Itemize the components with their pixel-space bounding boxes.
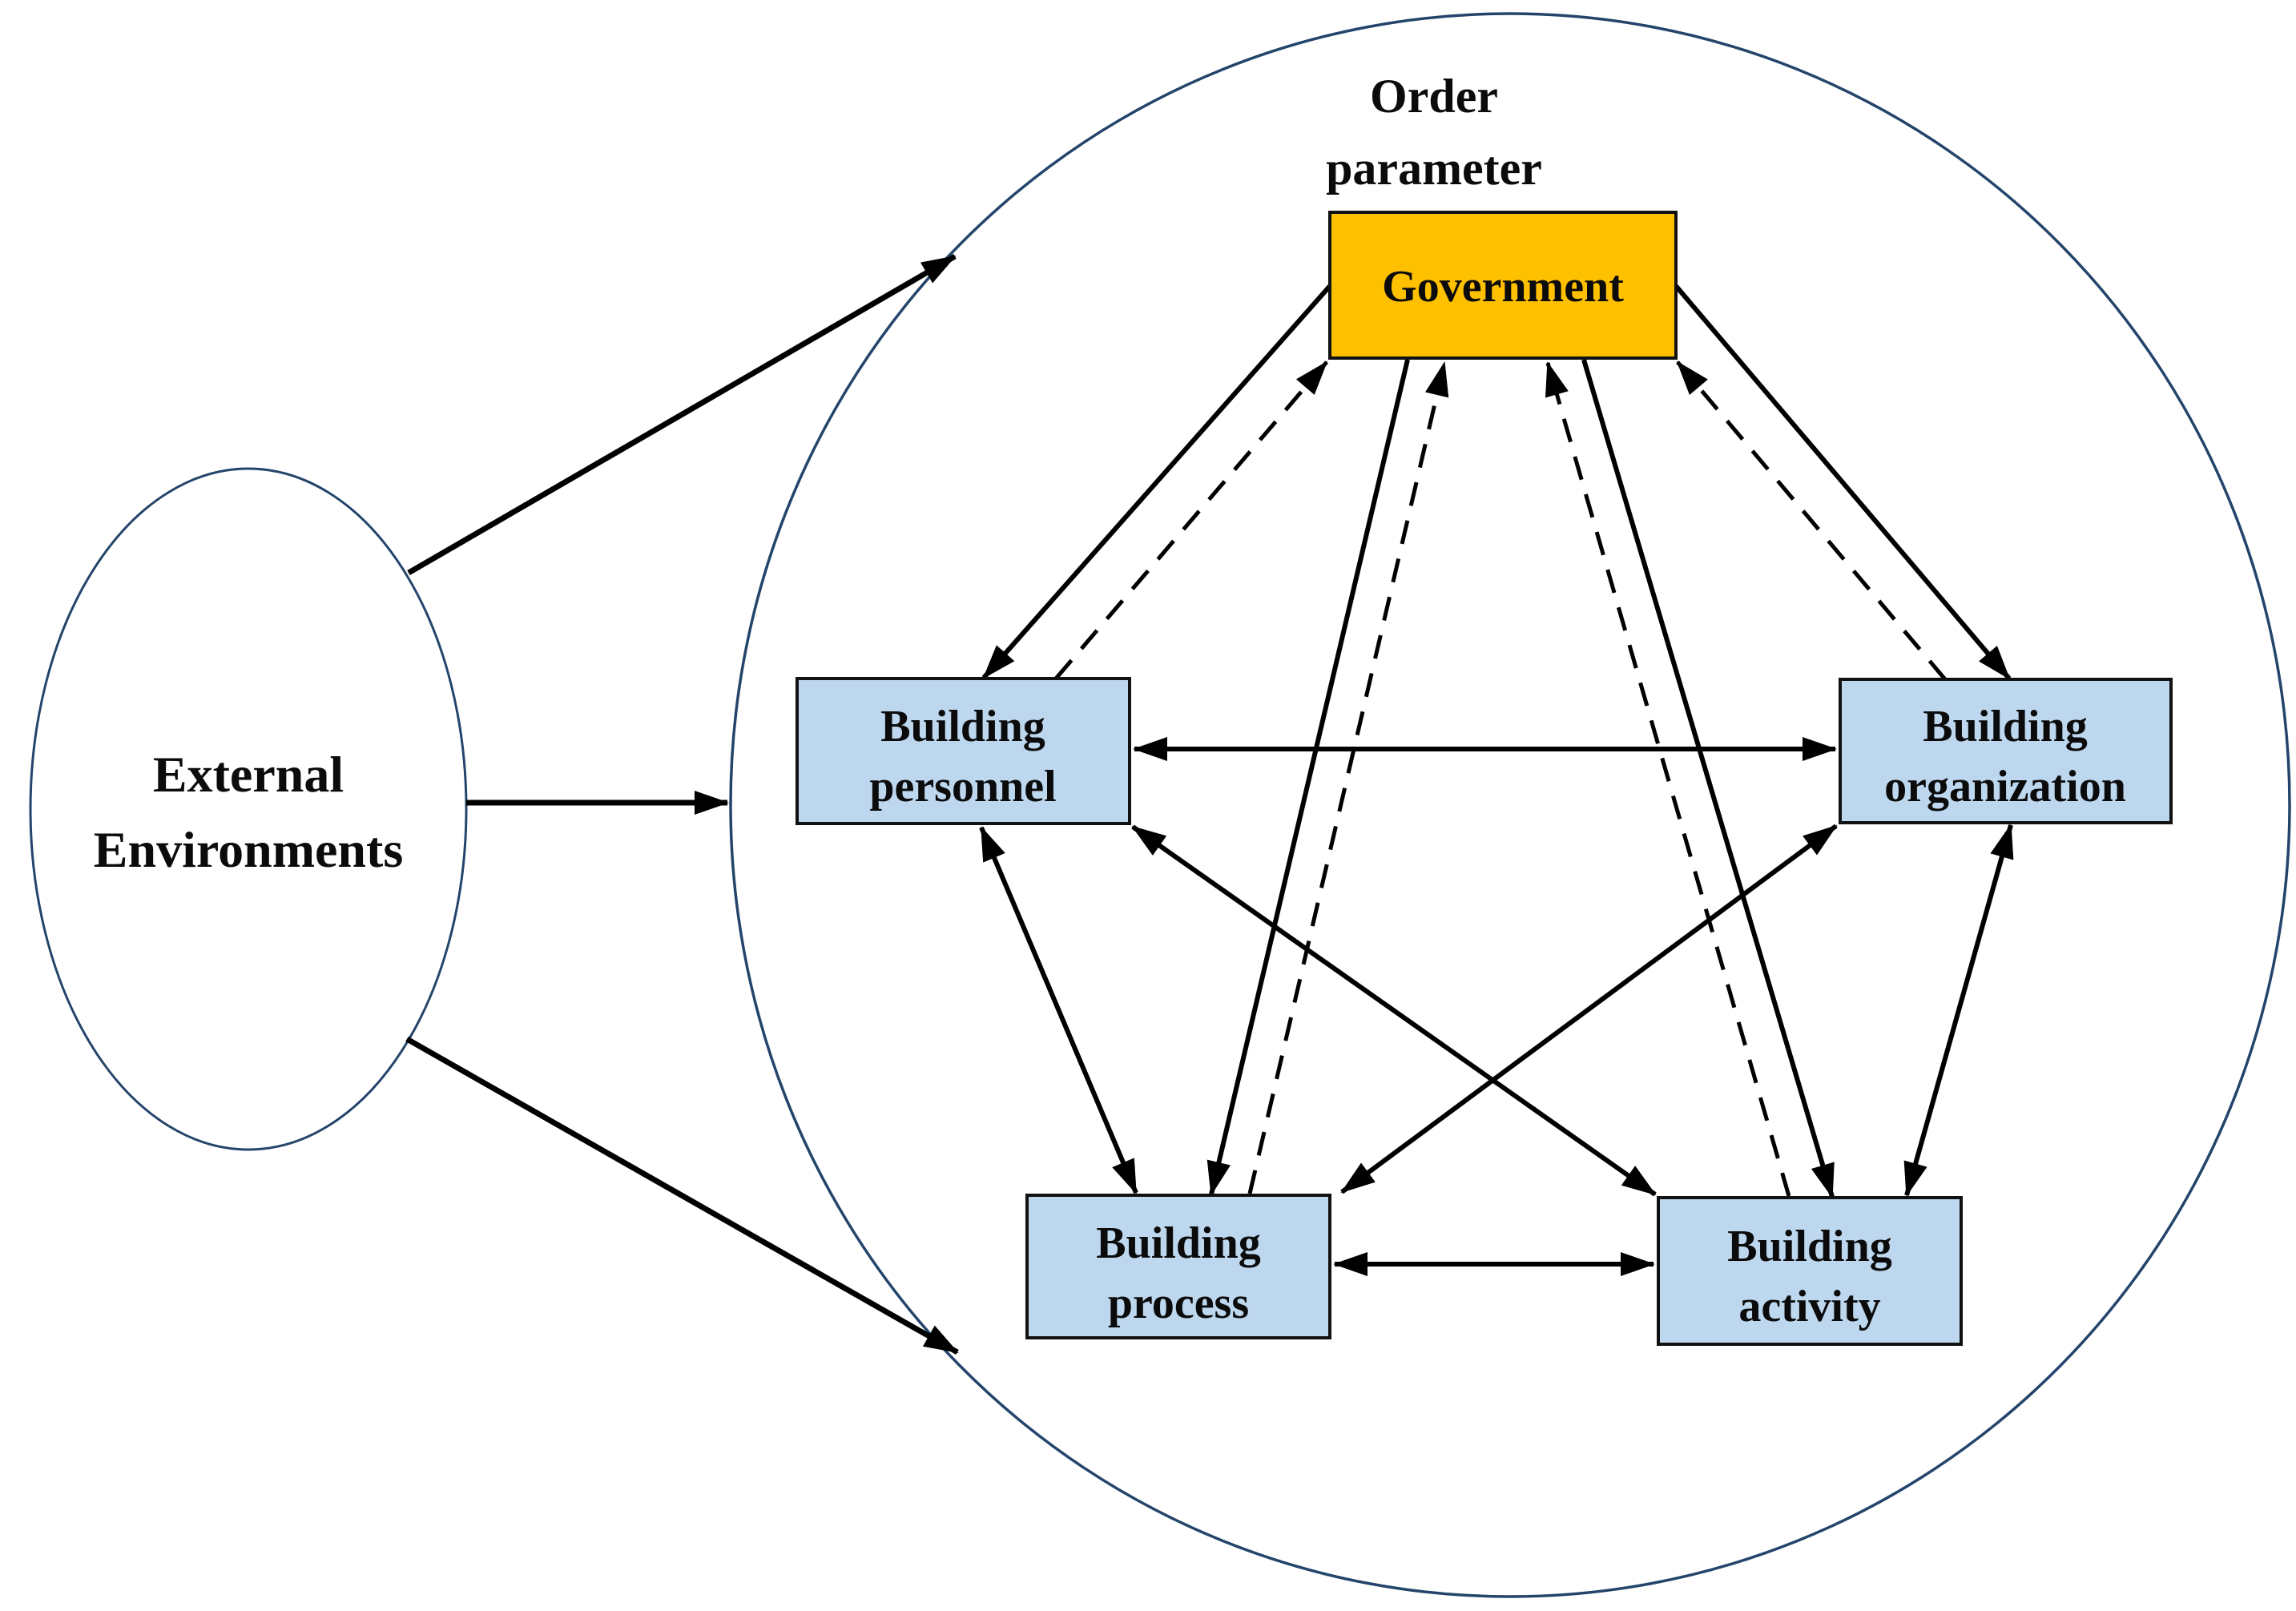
- arrow-personnel-to-government-dashed: [1054, 360, 1328, 680]
- government-dashed-arrows: [1054, 360, 1947, 1197]
- building-activity-node: Building activity: [1657, 1196, 1963, 1346]
- external-arrows: [405, 253, 959, 1355]
- arrow-activity-to-government-dashed: [1545, 361, 1791, 1197]
- arrow-personnel-activity: [1131, 824, 1657, 1197]
- building-process-label-line2: process: [1108, 1279, 1249, 1328]
- arrow-government-to-organization: [1674, 284, 2012, 680]
- building-organization-node: Building organization: [1839, 678, 2173, 824]
- external-label-line2: Environments: [94, 821, 403, 878]
- building-organization-label-line1: Building: [1923, 702, 2087, 751]
- building-organization-box: [1839, 678, 2173, 824]
- arrow-process-to-government-dashed: [1247, 361, 1449, 1194]
- external-environments-label: External Environments: [94, 746, 403, 878]
- arrow-organization-to-government-dashed: [1676, 360, 1947, 681]
- building-personnel-node: Building personnel: [796, 677, 1131, 825]
- building-process-box: [1025, 1194, 1331, 1339]
- building-process-label-line1: Building: [1096, 1218, 1260, 1268]
- order-parameter-line1: Order: [1370, 70, 1498, 123]
- arrow-external-to-circle-top: [407, 253, 957, 576]
- building-personnel-label-line2: personnel: [869, 762, 1056, 812]
- government-box: [1328, 211, 1678, 360]
- arrow-government-to-process: [1206, 359, 1410, 1196]
- government-node: Government: [1328, 211, 1678, 360]
- government-label: Government: [1382, 262, 1624, 312]
- building-organization-label-line2: organization: [1884, 762, 2126, 812]
- arrow-personnel-process: [979, 826, 1138, 1194]
- external-environments-ellipse: [29, 467, 468, 1151]
- arrow-organization-process: [1340, 824, 1838, 1194]
- building-activity-label-line1: Building: [1727, 1222, 1891, 1271]
- building-activity-box: [1657, 1196, 1963, 1346]
- arrow-government-to-activity: [1581, 359, 1835, 1198]
- building-activity-label-line2: activity: [1738, 1282, 1880, 1331]
- building-personnel-label-line1: Building: [880, 702, 1045, 751]
- arrow-government-to-personnel: [981, 284, 1332, 679]
- arrow-external-to-circle-bottom: [405, 1036, 959, 1355]
- subsystem-arrows: [979, 737, 2014, 1276]
- order-parameter-title: Order parameter: [1326, 70, 1542, 195]
- external-label-line1: External: [153, 746, 344, 803]
- building-process-node: Building process: [1025, 1194, 1331, 1339]
- arrow-organization-activity: [1903, 824, 2014, 1197]
- order-parameter-line2: parameter: [1326, 142, 1542, 195]
- system-circle: [729, 12, 2291, 1598]
- building-personnel-box: [796, 677, 1131, 825]
